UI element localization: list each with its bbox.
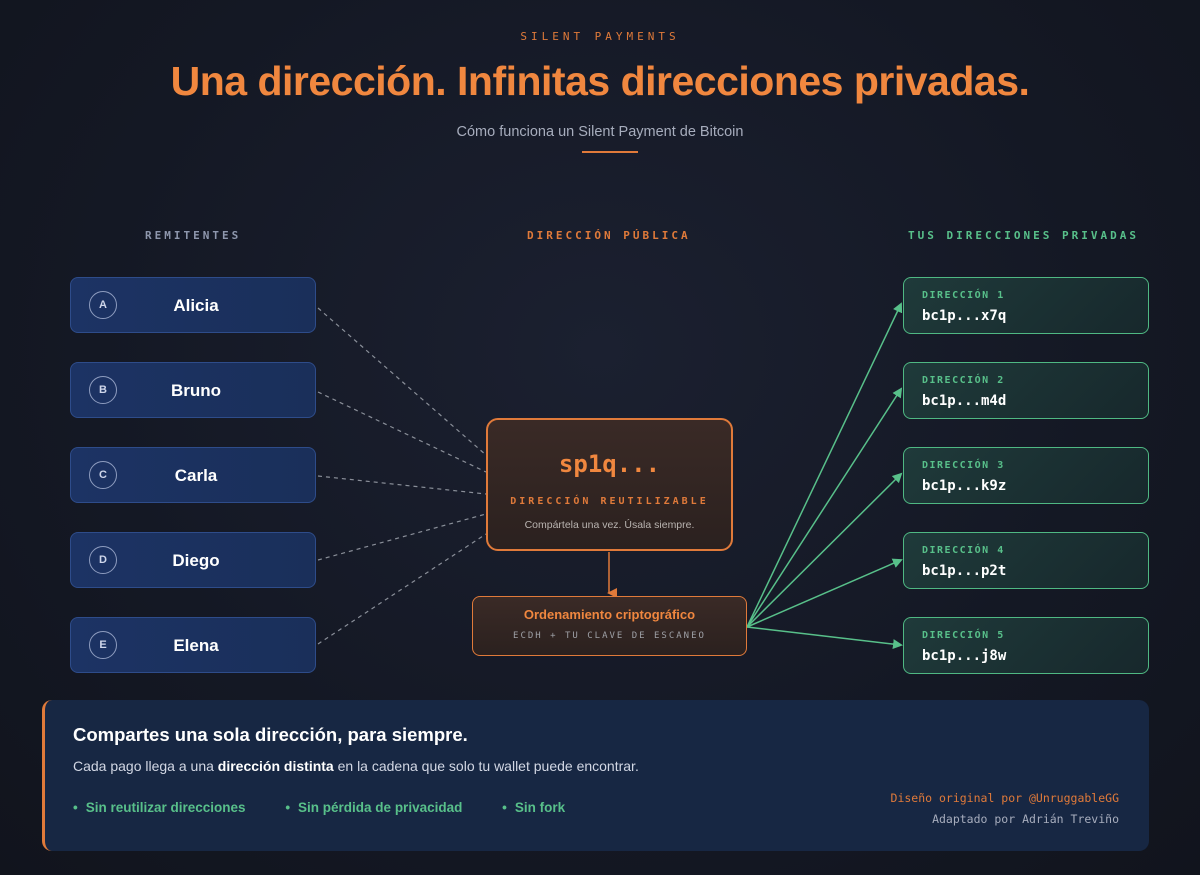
feature-list: • Sin reutilizar direcciones • Sin pérdida… (73, 800, 601, 815)
summary-text-end: en la cadena que solo tu wallet puede en… (333, 758, 639, 774)
link-sender-d (317, 513, 487, 561)
private-column-heading: TUS DIRECCIONES PRIVADAS (908, 229, 1139, 242)
feature-label: Sin fork (514, 800, 566, 815)
private-address-card-3: DIRECCIÓN 3 bc1p...k9z (903, 447, 1149, 504)
private-address-value: bc1p...m4d (922, 393, 1007, 409)
feature-label: Sin pérdida de privacidad (298, 800, 463, 815)
private-address-card-5: DIRECCIÓN 5 bc1p...j8w (903, 617, 1149, 674)
sender-name: Carla (174, 466, 218, 485)
sender-initial-badge: A (89, 291, 117, 319)
summary-heading: Compartes una sola dirección, para siemp… (73, 724, 468, 745)
public-address-note: Compártela una vez. Úsala siempre. (524, 519, 695, 531)
private-address-card-2: DIRECCIÓN 2 bc1p...m4d (903, 362, 1149, 419)
sender-card-bruno: B Bruno (70, 362, 316, 418)
crypto-step-subtitle: ECDH + TU CLAVE DE ESCANEO (513, 631, 706, 641)
public-address-kind: DIRECCIÓN REUTILIZABLE (510, 496, 709, 507)
link-sender-a (317, 307, 487, 456)
credit-original: Diseño original por @UnruggableGG (890, 791, 1119, 805)
sender-name: Diego (172, 551, 220, 570)
sender-name: Alicia (173, 296, 219, 315)
feature-label: Sin reutilizar direcciones (85, 800, 246, 815)
private-address-label: DIRECCIÓN 1 (922, 290, 1005, 301)
public-address: sp1q... (558, 450, 661, 478)
title-underline (582, 151, 638, 153)
sender-initial-badge: C (89, 461, 117, 489)
sender-card-alicia: A Alicia (70, 277, 316, 333)
summary-panel: Compartes una sola dirección, para siemp… (42, 700, 1149, 851)
summary-text: Cada pago llega a una dirección distinta… (73, 758, 639, 774)
arrow-to-private-2 (746, 387, 903, 628)
private-address-value: bc1p...p2t (922, 563, 1007, 579)
sender-initial-badge: B (89, 376, 117, 404)
link-sender-e (317, 533, 487, 645)
sender-card-carla: C Carla (70, 447, 316, 503)
link-sender-b (317, 391, 487, 473)
arrow-to-private-4 (746, 558, 903, 628)
bullet-icon: • (73, 800, 78, 815)
sender-initial-badge: D (89, 546, 117, 574)
private-address-label: DIRECCIÓN 5 (922, 630, 1005, 641)
summary-text-bold: dirección distinta (217, 758, 334, 774)
bullet-icon: • (285, 800, 291, 815)
sender-card-elena: E Elena (70, 617, 316, 673)
summary-text-start: Cada pago llega a una (73, 758, 218, 774)
sender-name: Elena (173, 636, 219, 655)
private-address-label: DIRECCIÓN 2 (922, 375, 1005, 386)
page-subtitle: Cómo funciona un Silent Payment de Bitco… (456, 124, 744, 140)
private-address-label: DIRECCIÓN 3 (922, 460, 1005, 471)
sender-name: Bruno (170, 381, 222, 400)
sender-initial-badge: E (89, 631, 117, 659)
feature-item: • Sin reutilizar direcciones (73, 800, 264, 815)
crypto-step-card: Ordenamiento criptográfico ECDH + TU CLA… (472, 596, 747, 656)
private-address-card-4: DIRECCIÓN 4 bc1p...p2t (903, 532, 1149, 589)
sender-card-diego: D Diego (70, 532, 316, 588)
crypto-step-title: Ordenamiento criptográfico (523, 607, 696, 622)
private-address-value: bc1p...x7q (922, 308, 1007, 324)
public-address-card: sp1q... DIRECCIÓN REUTILIZABLE Compártel… (486, 418, 733, 551)
senders-column-heading: REMITENTES (145, 229, 242, 242)
page-title: Una dirección. Infinitas direcciones pri… (170, 58, 1030, 104)
arrow-to-private-1 (746, 302, 903, 628)
eyebrow: SILENT PAYMENTS (520, 30, 680, 43)
feature-item: • Sin pérdida de privacidad (285, 800, 480, 815)
bullet-icon: • (502, 800, 507, 815)
private-address-value: bc1p...k9z (922, 478, 1007, 494)
private-address-value: bc1p...j8w (922, 648, 1007, 664)
arrow-to-private-3 (746, 472, 903, 628)
private-address-card-1: DIRECCIÓN 1 bc1p...x7q (903, 277, 1149, 334)
arrow-to-private-5 (746, 626, 903, 650)
credit-adapted: Adaptado por Adrián Treviño (932, 812, 1119, 826)
private-address-label: DIRECCIÓN 4 (922, 545, 1005, 556)
link-sender-c (317, 475, 487, 495)
feature-item: • Sin fork (502, 800, 583, 815)
public-column-heading: DIRECCIÓN PÚBLICA (527, 229, 691, 242)
